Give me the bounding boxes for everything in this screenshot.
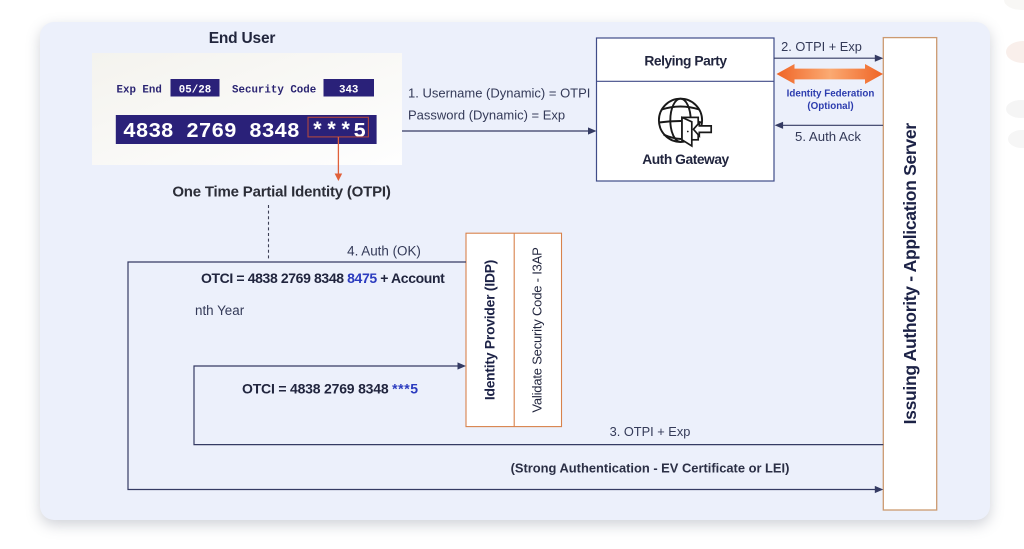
svg-text:1. Username (Dynamic) = OTPI: 1. Username (Dynamic) = OTPI xyxy=(408,86,590,101)
svg-text:Identity Federation: Identity Federation xyxy=(787,89,875,100)
svg-text:OTCI = 4838 2769 8348 ***5: OTCI = 4838 2769 8348 ***5 xyxy=(242,381,419,397)
svg-text:3. OTPI + Exp: 3. OTPI + Exp xyxy=(610,424,691,439)
svg-text:4. Auth (OK): 4. Auth (OK) xyxy=(347,243,421,258)
svg-text:nth Year: nth Year xyxy=(195,303,245,318)
svg-text:***5: ***5 xyxy=(311,120,367,144)
svg-text:OTCI = 4838 2769 8348 8475 + A: OTCI = 4838 2769 8348 8475 + Account xyxy=(201,270,445,286)
svg-text:One Time Partial Identity (OTP: One Time Partial Identity (OTPI) xyxy=(172,184,391,201)
svg-text:Password (Dynamic) = Exp: Password (Dynamic) = Exp xyxy=(408,108,565,123)
svg-text:Validate Security Code - I3AP: Validate Security Code - I3AP xyxy=(529,247,544,412)
svg-text:Exp End: Exp End xyxy=(117,85,162,97)
svg-text:Security Code: Security Code xyxy=(232,85,316,97)
svg-text:Relying Party: Relying Party xyxy=(644,54,727,69)
svg-text:05/28: 05/28 xyxy=(179,85,211,97)
svg-text:2. OTPI + Exp: 2. OTPI + Exp xyxy=(781,39,862,54)
svg-text:End User: End User xyxy=(209,30,276,47)
svg-text:4838 2769 8348: 4838 2769 8348 xyxy=(123,120,299,144)
svg-text:343: 343 xyxy=(339,85,358,97)
svg-text:(Strong Authentication - EV Ce: (Strong Authentication - EV Certificate … xyxy=(511,461,790,476)
svg-text:Issuing Authority - Applicatio: Issuing Authority - Application Server xyxy=(900,123,920,425)
svg-text:Auth Gateway: Auth Gateway xyxy=(642,152,729,167)
svg-text:(Optional): (Optional) xyxy=(807,101,853,112)
svg-text:Identity Provider (IDP): Identity Provider (IDP) xyxy=(483,260,498,400)
svg-text:5. Auth Ack: 5. Auth Ack xyxy=(795,129,861,144)
